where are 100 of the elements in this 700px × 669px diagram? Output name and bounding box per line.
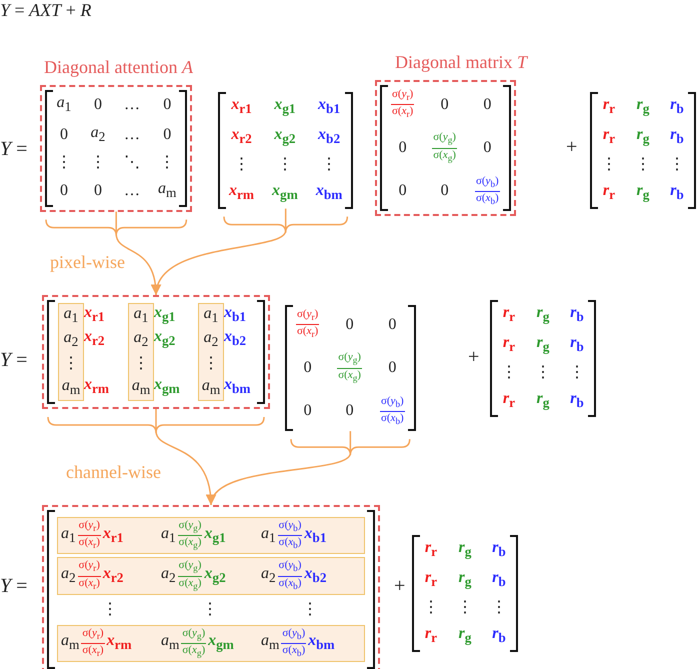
matrix-entry: x$_{b2}$: [318, 125, 340, 148]
matrix-entry: ⋮: [56, 153, 72, 174]
matrix-entry: r$_{r}$: [602, 95, 616, 118]
matrix-entry: 0: [440, 94, 449, 115]
matrix-entry: r$_{g}$: [458, 624, 472, 648]
matrix-entry: a$_{2}$: [90, 123, 106, 146]
matrix-entry: r$_{g}$: [458, 538, 472, 562]
matrix-entry: r$_{r}$: [602, 181, 616, 205]
fraction-denominator: σ(x$_{r}$): [78, 536, 101, 552]
matrix-entry: x$_{r2}$: [84, 326, 105, 350]
fraction-denominator: σ(x$_{b}$): [278, 536, 302, 552]
matrix-entry: 0: [60, 125, 68, 146]
fraction-denominator: σ(x$_{b}$): [281, 644, 306, 660]
matrix-entry: a$_{2}$: [61, 564, 76, 588]
highlight-column: [58, 303, 84, 401]
matrix-entry: r$_{g}$: [536, 389, 550, 413]
matrix-entry: 0: [163, 125, 172, 146]
matrix-entry: r$_{g}$: [458, 568, 472, 592]
matrix-entry: r$_{r}$: [502, 303, 516, 326]
matrix-entry: …: [124, 95, 140, 116]
matrix: [218, 92, 354, 209]
matrix-entry: ⋮: [101, 600, 119, 620]
matrix-entry: r$_{r}$: [424, 568, 438, 592]
matrix-entry: x$_{g2}$: [274, 125, 296, 148]
matrix-entry: a$_{m}$: [161, 631, 180, 655]
matrix-entry: ⋮: [491, 598, 507, 618]
matrix-entry: x$_{g1}$: [204, 524, 226, 547]
matrix-entry: ⋮: [276, 155, 293, 176]
fraction-denominator: σ(x$_{b}$): [474, 192, 500, 208]
highlight-row: [57, 624, 365, 662]
matrix-entry: x$_{b2}$: [304, 564, 326, 588]
fraction-numerator: σ(y$_{b}$): [474, 174, 500, 192]
fraction-numerator: σ(y$_{b}$): [380, 394, 405, 412]
fraction-denominator: σ(x$_{r}$): [296, 325, 320, 342]
matrix-entry: r$_{b}$: [670, 181, 684, 205]
fraction-numerator: σ(y$_{r}$): [78, 519, 101, 536]
matrix-entry: 0: [483, 138, 492, 158]
matrix-entry: x$_{b1}$: [224, 302, 246, 326]
matrix-entry: r$_{b}$: [670, 125, 684, 148]
matrix-entry: r$_{b}$: [492, 538, 506, 562]
fraction-denominator: σ(x$_{r}$): [391, 105, 414, 122]
matrix-entry: x$_{r2}$: [231, 125, 252, 148]
matrix-entry: x$_{g2}$: [204, 564, 226, 588]
matrix-entry: 0: [398, 138, 407, 158]
matrix-entry: r$_{r}$: [602, 125, 616, 148]
fraction-denominator: σ(x$_{r}$): [78, 576, 101, 593]
fraction-numerator: σ(y$_{b}$): [278, 559, 302, 577]
fraction-numerator: σ(y$_{b}$): [278, 519, 302, 536]
plus-sign: +: [468, 346, 480, 369]
fraction-numerator: σ(y$_{g}$): [181, 626, 206, 644]
matrix-entry: x$_{rm}$: [229, 181, 254, 205]
matrix-entry: r$_{r}$: [502, 389, 516, 413]
matrix-entry: x$_{r1}$: [231, 95, 252, 118]
matrix-entry: r$_{b}$: [570, 333, 584, 356]
matrix-entry: 0: [94, 181, 102, 202]
matrix-entry: ⋮: [457, 598, 473, 618]
matrix-entry: ⋮: [669, 155, 685, 176]
matrix-entry: …: [124, 181, 140, 202]
matrix-entry: r$_{b}$: [570, 303, 584, 326]
equation-text: Y =: [0, 138, 28, 161]
matrix-entry: a$_{2}$: [204, 328, 218, 352]
matrix-entry: a$_{1}$: [134, 304, 148, 328]
matrix-entry: a$_{1}$: [161, 524, 176, 547]
matrix-entry: ⋮: [423, 598, 439, 618]
equation-text: Y =: [0, 349, 28, 372]
matrix-entry: x$_{b2}$: [224, 326, 246, 350]
matrix-entry: ⋮: [301, 600, 319, 620]
matrix-entry: r$_{b}$: [492, 568, 506, 592]
fraction-denominator: σ(x$_{b}$): [380, 412, 405, 428]
fraction-numerator: σ(y$_{r}$): [391, 88, 414, 106]
matrix-entry: ⋮: [201, 600, 219, 620]
plus-sign: +: [566, 136, 578, 159]
matrix-entry: x$_{bm}$: [224, 374, 251, 398]
matrix-entry: r$_{b}$: [670, 95, 684, 118]
fraction-denominator: σ(x$_{g}$): [178, 576, 202, 593]
matrix-entry: ⋮: [159, 153, 176, 174]
matrix: [590, 92, 696, 209]
matrix-entry: a$_{1}$: [56, 93, 72, 116]
fraction-denominator: σ(x$_{g}$): [181, 644, 206, 660]
matrix-entry: r$_{b}$: [570, 389, 584, 413]
matrix-entry: ⋮: [601, 155, 617, 176]
curved-arrow: [153, 208, 286, 296]
fraction-denominator: σ(x$_{b}$): [278, 576, 302, 593]
fraction-denominator: σ(x$_{r}$): [81, 644, 105, 660]
matrix-entry: x$_{bm}$: [308, 631, 335, 655]
matrix-entry: 0: [163, 95, 172, 116]
fraction-numerator: σ(y$_{g}$): [432, 131, 457, 149]
matrix-entry: a$_{m}$: [132, 376, 150, 400]
matrix-entry: 0: [483, 94, 492, 115]
plus-sign: +: [394, 575, 406, 598]
curved-arrow: [208, 431, 352, 506]
matrix-entry: x$_{g1}$: [154, 302, 176, 326]
matrix-entry: ⋮: [90, 153, 106, 174]
matrix-entry: a$_{m}$: [61, 631, 80, 655]
frame-heading: Diagonal matrix T: [395, 52, 527, 73]
matrix-entry: a$_{m}$: [158, 179, 176, 203]
matrix-entry: 0: [304, 401, 312, 422]
matrix-entry: r$_{g}$: [636, 181, 650, 205]
matrix-entry: r$_{g}$: [636, 95, 650, 118]
fraction-denominator: σ(x$_{g}$): [337, 368, 362, 385]
